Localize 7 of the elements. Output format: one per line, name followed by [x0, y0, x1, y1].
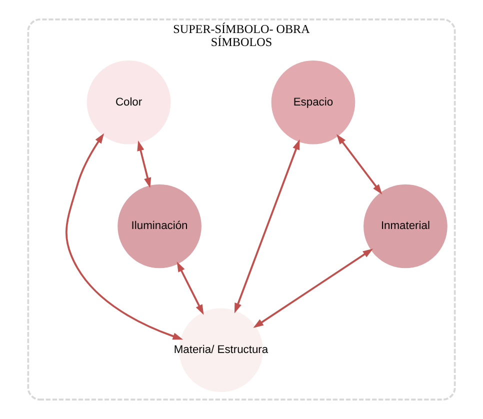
arrow [137, 140, 152, 188]
arrow [176, 262, 204, 315]
arrow [66, 133, 184, 340]
node-circle: Iluminación [118, 184, 202, 268]
arrow [234, 139, 300, 314]
arrow [336, 134, 382, 195]
arrow [253, 248, 374, 328]
